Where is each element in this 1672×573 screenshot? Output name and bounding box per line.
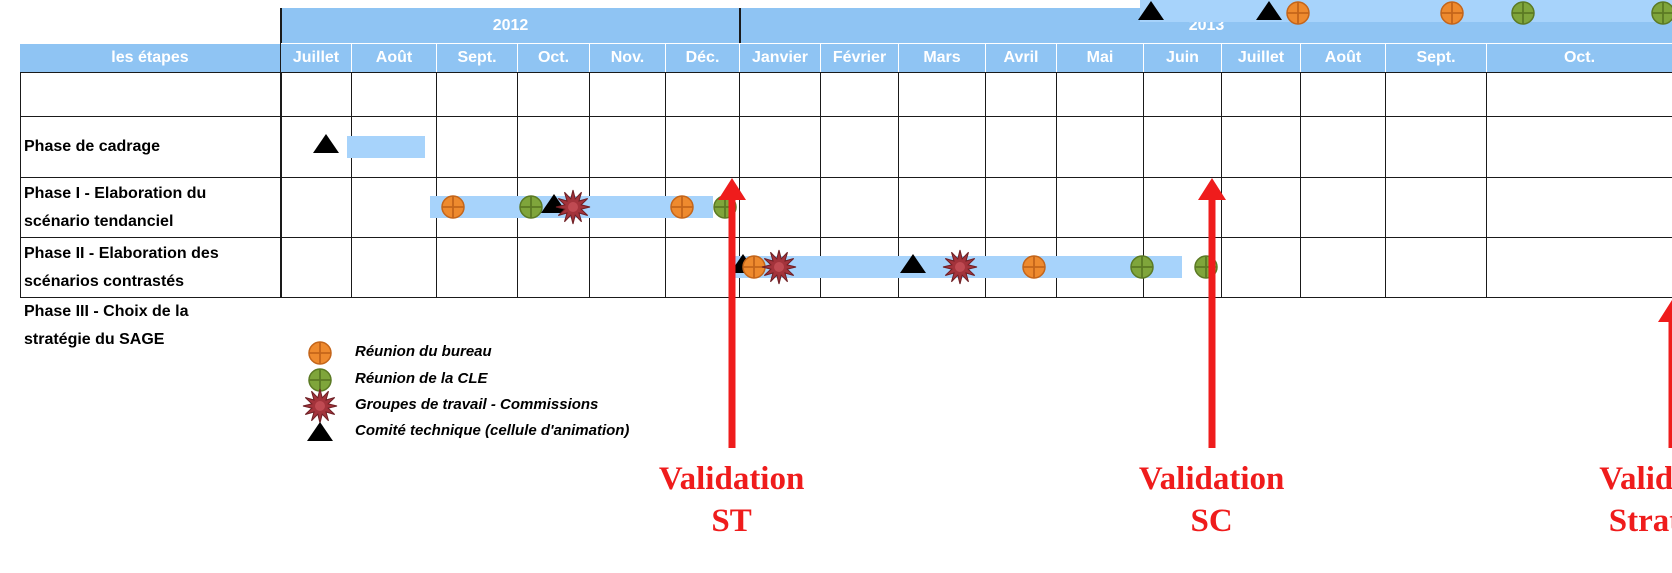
row-line — [20, 237, 1672, 238]
phase-duration-bar — [1139, 0, 1672, 22]
stages-column-header: les étapes — [20, 44, 280, 72]
phase-label-line: Phase III - Choix de la — [24, 303, 189, 320]
bureau-meeting-icon — [441, 195, 465, 219]
working-group-icon — [761, 249, 796, 285]
validation-arrow — [1197, 178, 1226, 448]
technical-committee-icon — [313, 133, 340, 153]
validation-arrow — [717, 178, 746, 448]
cle-meeting-icon — [1650, 1, 1672, 25]
bureau-meeting-icon — [1022, 255, 1046, 279]
cle-meeting-icon — [518, 195, 543, 219]
label-column-border — [280, 8, 281, 297]
phase-label: Phase II - Elaboration des scénarios cont… — [21, 238, 279, 297]
cle-meeting-icon — [1130, 255, 1154, 279]
validation-label-line: ST — [711, 503, 752, 539]
phase-label-line: Phase II - Elaboration des — [24, 244, 219, 262]
legend-working-group-icon — [302, 388, 338, 424]
technical-committee-icon — [1137, 1, 1164, 20]
month-header: Août — [1300, 44, 1385, 72]
bureau-meeting-icon — [1439, 1, 1464, 25]
validation-label-line: Validation — [1138, 461, 1285, 497]
month-header: Mars — [898, 44, 985, 72]
month-header: Mai — [1056, 44, 1143, 72]
month-column-line — [1300, 72, 1301, 297]
month-column-line — [1486, 72, 1487, 297]
cle-meeting-icon — [1511, 1, 1535, 25]
label-column-border-thick — [281, 72, 282, 297]
phase-label: Phase de cadrage — [21, 117, 279, 177]
month-column-line — [589, 72, 590, 297]
month-column-line — [436, 72, 437, 297]
month-header: Sept. — [436, 44, 517, 72]
validation-label-line: SC — [1190, 503, 1233, 539]
month-header: Avril — [985, 44, 1056, 72]
month-column-line — [665, 72, 666, 297]
month-header: Juillet — [280, 44, 351, 72]
row-line — [20, 177, 1672, 178]
bureau-meeting-icon — [1286, 1, 1311, 25]
month-column-line — [898, 72, 899, 297]
month-header: Déc. — [665, 44, 739, 72]
phase-label: Phase III - Choix de la stratégie du SAGE — [21, 298, 279, 354]
month-column-line — [1385, 72, 1386, 297]
month-header: Oct. — [1486, 44, 1672, 72]
technical-committee-icon — [1256, 1, 1283, 20]
bureau-meeting-icon — [670, 195, 694, 219]
legend-technical-committee-icon — [307, 422, 333, 441]
validation-label-line: Validation — [658, 461, 805, 497]
phase-duration-bar — [347, 135, 425, 158]
month-header: Février — [820, 44, 898, 72]
month-header: Août — [351, 44, 436, 72]
phase-label: Phase I - Elaboration du scénario tendanc… — [21, 178, 279, 237]
technical-committee-icon — [899, 254, 926, 273]
legend-label: Comité technique (cellule d'animation) — [355, 422, 630, 439]
year-header: 2012 — [280, 8, 739, 43]
legend-label: Groupes de travail - Commissions — [355, 396, 599, 413]
row-line — [20, 297, 1672, 298]
working-group-icon — [942, 249, 977, 285]
month-column-line — [739, 72, 740, 297]
month-header: Janvier — [739, 44, 820, 72]
phase-label-line: scénario tendanciel — [24, 212, 174, 230]
legend-label: Réunion de la CLE — [355, 370, 488, 387]
month-column-line — [517, 72, 518, 297]
month-header: Oct. — [517, 44, 589, 72]
month-header: Juillet — [1221, 44, 1300, 72]
header-bottom-line — [20, 72, 1672, 73]
validation-arrow — [1658, 300, 1672, 448]
month-column-line — [985, 72, 986, 297]
phase-label-line: stratégie du SAGE — [24, 331, 165, 348]
month-column-line — [820, 72, 821, 297]
month-header: Sept. — [1385, 44, 1486, 72]
validation-label-line: Stratégie — [1608, 503, 1672, 539]
row-line — [20, 116, 1672, 117]
month-header: Juin — [1143, 44, 1221, 72]
month-column-line — [1143, 72, 1144, 297]
phase-label-line: Phase I - Elaboration du — [24, 184, 207, 202]
phase-label-line: scénarios contrastés — [24, 272, 185, 290]
table-left-border — [20, 72, 21, 297]
working-group-icon — [556, 189, 591, 225]
legend-cle-meeting-icon — [308, 368, 332, 392]
month-column-line — [1221, 72, 1222, 297]
legend-bureau-meeting-icon — [308, 341, 332, 365]
month-column-line — [1056, 72, 1057, 297]
month-column-line — [351, 72, 352, 297]
bureau-meeting-icon — [742, 255, 767, 279]
month-header: Nov. — [589, 44, 665, 72]
legend-label: Réunion du bureau — [355, 343, 492, 360]
phase-label-line: Phase de cadrage — [24, 138, 161, 155]
validation-label-line: Validation — [1599, 461, 1672, 497]
validation-label: ValidationStratégie — [1572, 458, 1672, 542]
